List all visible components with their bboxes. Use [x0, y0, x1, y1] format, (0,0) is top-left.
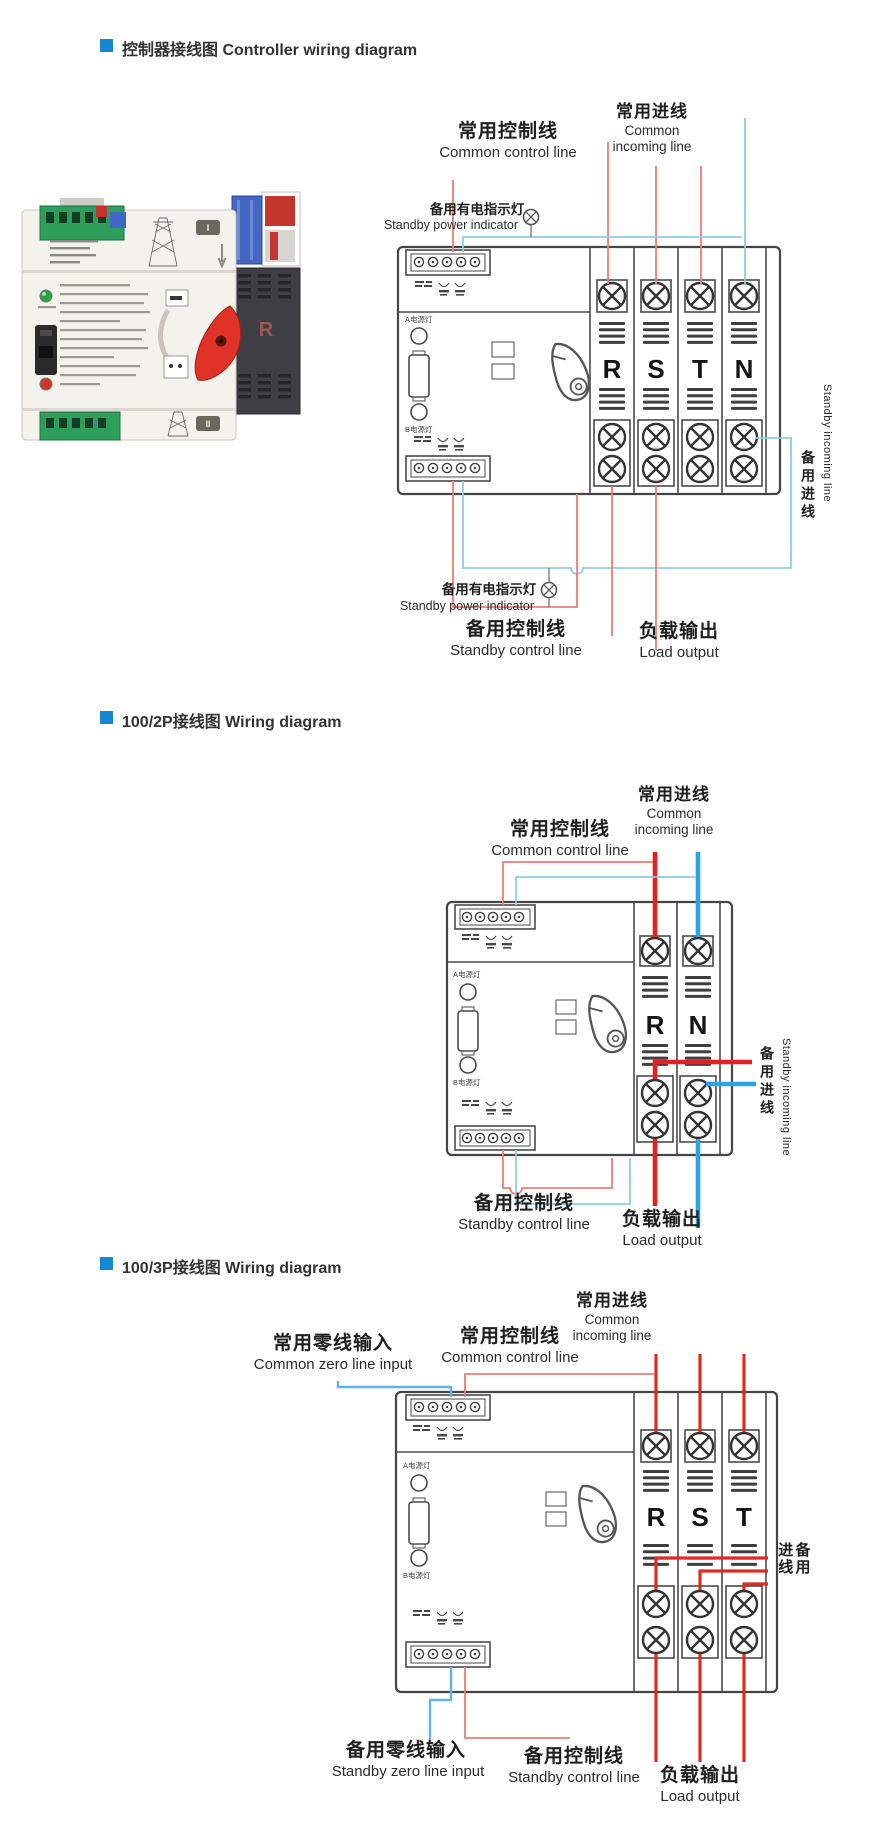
s1-wires: [452, 118, 792, 650]
s1-load-output-zh: 负载输出: [638, 621, 720, 642]
photo-badge-bottom: II: [205, 419, 210, 429]
s2-load-output-zh: 负载输出: [621, 1209, 703, 1230]
s1-common-incoming-zh: 常用进线: [616, 102, 688, 121]
s1-standby-power-en-top: Standby power indicator: [383, 218, 519, 232]
s1-standby-incoming-label: 备用进线 Standby incoming line: [798, 384, 833, 522]
s1-device: A电源灯 B电源灯 R S: [396, 245, 782, 496]
s3-common-incoming-en1: Common: [584, 1312, 640, 1327]
s2-common-incoming-en2: incoming line: [634, 822, 714, 837]
s3-device: A电源灯 B电源灯 R S: [394, 1390, 779, 1694]
s1-lamp-a-label: A电源灯: [405, 314, 433, 324]
s1-pole-N: N: [725, 279, 763, 487]
indicator-lamp-icon: [540, 581, 558, 599]
s3-load-output-zh: 负载输出: [659, 1765, 741, 1786]
s2-standby-incoming-en: Standby incoming line: [780, 1038, 792, 1157]
svg-text:T: T: [736, 1502, 752, 1532]
s3-pole-R: R: [637, 1429, 675, 1659]
heading-3p: 100/3P接线图 Wiring diagram: [122, 1260, 342, 1277]
s3-lamp-b-label: B电源灯: [403, 1570, 431, 1580]
s1-load-output-en: Load output: [639, 644, 719, 661]
s2-lamp-a-label: A电源灯: [453, 969, 481, 979]
s2-common-incoming-zh: 常用进线: [638, 785, 710, 804]
s2-common-incoming-en1: Common: [646, 806, 702, 821]
s3-common-incoming-en2: incoming line: [572, 1328, 652, 1343]
s2-device: A电源灯 B电源灯 R N: [445, 900, 734, 1157]
pylon-graphic-top: [148, 217, 178, 267]
heading-controller: 控制器接线图 Controller wiring diagram: [122, 42, 418, 59]
svg-text:R: R: [646, 1010, 665, 1040]
green-led: [39, 289, 53, 303]
s3-common-zero-en: Common zero line input: [253, 1356, 413, 1373]
product-photo: R I: [21, 191, 301, 441]
s1-standby-power-zh-top: 备用有电指示灯: [429, 202, 525, 217]
s1-standby-power-en-bottom: Standby power indicator: [399, 599, 535, 613]
s3-standby-control-en: Standby control line: [508, 1769, 640, 1786]
s2-standby-incoming-zh: 备用进线: [759, 1046, 775, 1118]
spec-text-block: [60, 284, 150, 386]
s3-standby-zero-en: Standby zero line input: [331, 1763, 485, 1780]
s3-common-control-en: Common control line: [441, 1349, 579, 1366]
s1-common-incoming-en2: incoming line: [612, 139, 692, 154]
s3-pole-T: T: [725, 1429, 763, 1659]
bullet-square-icon: [100, 1257, 113, 1270]
s1-pole-R: R: [593, 279, 631, 487]
s3-wires: [336, 1354, 768, 1762]
s2-common-control-zh: 常用控制线: [509, 819, 611, 840]
s1-standby-power-zh-bottom: 备用有电指示灯: [441, 582, 537, 597]
s2-pole-N: N: [679, 935, 717, 1143]
svg-text:R: R: [603, 354, 622, 384]
s3-common-control-zh: 常用控制线: [459, 1326, 561, 1347]
s2-wires: [502, 852, 756, 1228]
photo-phase-letter: R: [259, 319, 274, 341]
s2-load-output-en: Load output: [622, 1232, 702, 1249]
s1-standby-control-zh: 备用控制线: [465, 619, 567, 640]
s3-common-zero-zh: 常用零线输入: [272, 1333, 394, 1354]
s3-pole-S: S: [681, 1429, 719, 1659]
s3-common-incoming-zh: 常用进线: [576, 1291, 648, 1310]
s1-standby-control-en: Standby control line: [450, 642, 582, 659]
bullet-square-icon: [100, 39, 113, 52]
s2-standby-incoming-label: 备用进线 Standby incoming line: [757, 1038, 792, 1156]
s3-standby-incoming-zh: 备用进线: [776, 1542, 811, 1576]
s2-common-control-en: Common control line: [491, 842, 629, 859]
s1-common-control-en: Common control line: [439, 144, 577, 161]
s1-pole-T: T: [681, 279, 719, 487]
s3-load-output-en: Load output: [660, 1788, 740, 1805]
svg-text:S: S: [691, 1502, 708, 1532]
s1-standby-incoming-en: Standby incoming line: [821, 384, 833, 503]
svg-text:S: S: [647, 354, 664, 384]
s3-lamp-a-label: A电源灯: [403, 1460, 431, 1470]
heading-2p: 100/2P接线图 Wiring diagram: [122, 714, 342, 731]
red-led: [39, 377, 53, 391]
bullet-square-icon: [100, 711, 113, 724]
svg-text:N: N: [735, 354, 754, 384]
s1-common-incoming-en1: Common: [624, 123, 680, 138]
s3-standby-control-zh: 备用控制线: [523, 1746, 625, 1767]
indicator-lamp-icon: [522, 208, 540, 226]
svg-text:N: N: [689, 1010, 708, 1040]
s3-standby-zero-zh: 备用零线输入: [345, 1740, 467, 1761]
s1-lamp-b-label: B电源灯: [405, 424, 433, 434]
s1-common-control-zh: 常用控制线: [457, 121, 559, 142]
s1-pole-S: S: [637, 279, 675, 487]
s1-standby-incoming-zh: 备用进线: [800, 450, 816, 522]
svg-text:T: T: [692, 354, 708, 384]
s2-standby-control-en: Standby control line: [458, 1216, 590, 1233]
photo-badge-top: I: [207, 223, 210, 233]
svg-text:R: R: [647, 1502, 666, 1532]
controller-body: [21, 209, 237, 441]
s2-lamp-b-label: B电源灯: [453, 1077, 481, 1087]
s2-standby-control-zh: 备用控制线: [473, 1193, 575, 1214]
pylon-graphic-bottom: [167, 411, 189, 437]
